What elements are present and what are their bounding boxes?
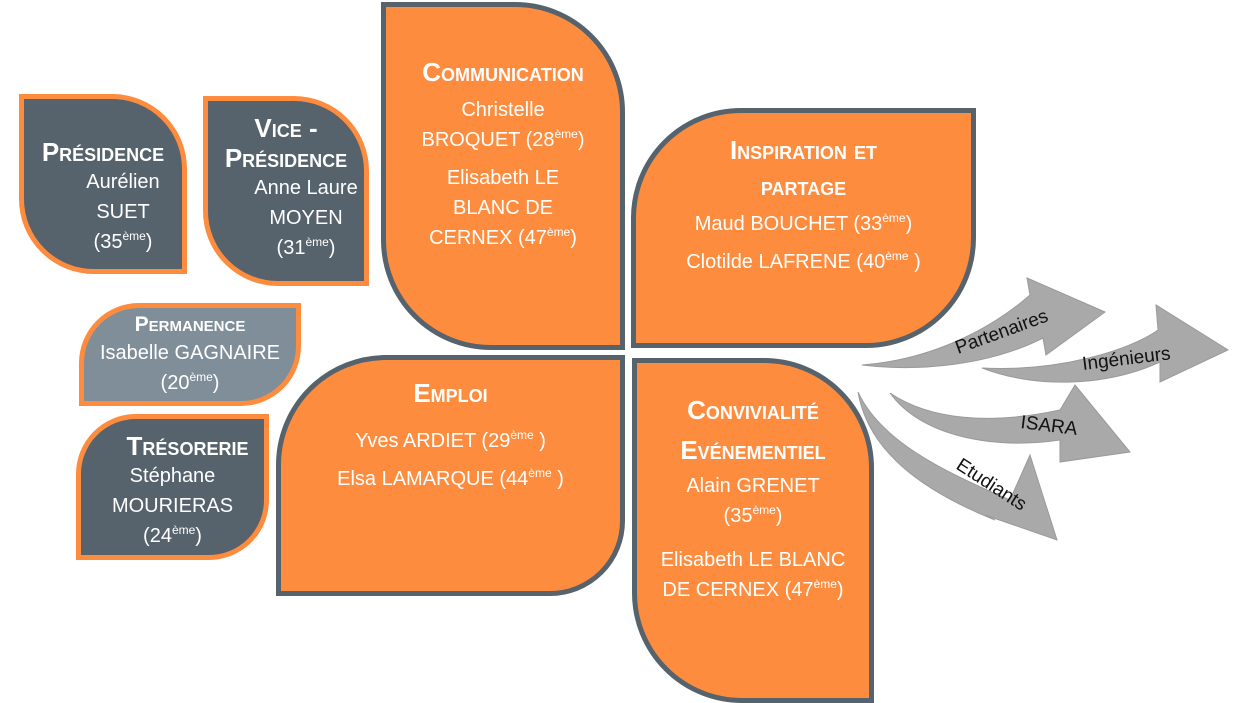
- rank-suffix: ème: [305, 235, 329, 249]
- rank-suffix: ème: [554, 127, 578, 141]
- inspiration-title-1: Inspiration et: [729, 135, 878, 165]
- tresorerie-name-last: MOURIERAS: [111, 495, 234, 517]
- rank-suffix: ème: [122, 229, 146, 243]
- arrow-ingenieurs: [981, 304, 1230, 383]
- rank-suffix: ème: [546, 225, 571, 239]
- vice-title-1: Vice -: [254, 113, 318, 143]
- inspiration-box: Inspiration et partage Maud BOUCHET (33è…: [631, 108, 976, 348]
- vice-name-first: Anne Laure: [254, 177, 358, 199]
- rank-close: ): [551, 468, 564, 490]
- permanence-title: Permanence: [134, 313, 246, 336]
- inspiration-title-2: partage: [760, 171, 847, 201]
- rank-suffix: ème: [882, 211, 906, 225]
- member-name: (35ème): [724, 501, 783, 531]
- convivialite-box: Convivialité Evénementiel Alain GRENET (…: [632, 358, 874, 703]
- vice-name-last: MOYEN: [269, 207, 343, 229]
- convivialite-title-2: Evénementiel: [680, 435, 826, 465]
- presidence-name-first: Aurélien: [86, 171, 160, 193]
- member-name: CERNEX (47ème): [429, 223, 577, 253]
- member-name: BROQUET (28ème): [421, 125, 584, 155]
- arrow-etudiants: [857, 391, 1058, 541]
- member-name: DE CERNEX (47ème): [662, 575, 843, 605]
- rank-suffix: ème: [171, 523, 196, 537]
- member-name: Maud BOUCHET (33ème): [695, 209, 913, 239]
- vice-rank: (31ème): [237, 233, 336, 263]
- rank-close: ): [145, 231, 153, 253]
- rank-suffix: ème: [813, 577, 837, 591]
- rank-number: (31: [276, 237, 306, 259]
- rank-number: (20: [160, 372, 190, 394]
- member-name: Clotilde LAFRENE (40ème ): [686, 247, 921, 277]
- tresorerie-box: Trésorerie Stéphane MOURIERAS (24ème): [76, 414, 269, 560]
- convivialite-title-1: Convivialité: [687, 395, 819, 425]
- member-text: Clotilde LAFRENE (40: [686, 251, 886, 273]
- rank-close: ): [533, 430, 546, 452]
- member-text: Yves ARDIET (29: [355, 430, 511, 452]
- member-name: BLANC DE: [452, 197, 554, 219]
- rank-close: ): [195, 525, 202, 547]
- member-name: Elisabeth LE: [446, 167, 560, 189]
- member-text: Maud BOUCHET (33: [694, 213, 883, 235]
- member-text: Elsa LAMARQUE (44: [337, 468, 529, 490]
- rank-close: ): [905, 213, 913, 235]
- vice-presidence-box: Vice - Présidence Anne Laure MOYEN (31èm…: [203, 96, 369, 286]
- emploi-title: Emploi: [413, 378, 488, 408]
- arrow-partenaires: [861, 277, 1106, 369]
- rank-close: ): [836, 579, 844, 601]
- member-name: Elsa LAMARQUE (44ème ): [337, 464, 564, 494]
- member-text: (35: [723, 505, 753, 527]
- rank-close: ): [328, 237, 336, 259]
- member-name: Elisabeth LE BLANC: [660, 549, 846, 571]
- arrow-isara: [889, 384, 1131, 463]
- rank-suffix: ème: [510, 428, 534, 442]
- communication-title: Communication: [422, 57, 584, 87]
- member-name: Yves ARDIET (29ème ): [355, 426, 546, 456]
- presidence-name-last: SUET: [96, 201, 150, 223]
- tresorerie-title: Trésorerie: [126, 431, 249, 461]
- rank-close: ): [212, 372, 220, 394]
- rank-close: ): [570, 227, 577, 249]
- presidence-rank: (35ème): [54, 227, 153, 257]
- rank-suffix: ème: [752, 503, 776, 517]
- permanence-name: Isabelle GAGNAIRE: [99, 342, 281, 364]
- member-name: Alain GRENET: [686, 475, 820, 497]
- vice-title-2: Présidence: [224, 143, 348, 173]
- member-text: BROQUET (28: [421, 129, 555, 151]
- rank-number: (35: [93, 231, 123, 253]
- rank-suffix: ème: [885, 249, 909, 263]
- member-text: DE CERNEX (47: [662, 579, 814, 601]
- permanence-box: Permanence Isabelle GAGNAIRE (20ème): [79, 303, 301, 406]
- rank-number: (24: [143, 525, 172, 547]
- rank-close: ): [577, 129, 585, 151]
- tresorerie-rank: (24ème): [143, 521, 202, 551]
- communication-box: Communication Christelle BROQUET (28ème)…: [381, 2, 625, 350]
- rank-suffix: ème: [528, 466, 552, 480]
- tresorerie-name-first: Stéphane: [129, 465, 216, 487]
- presidence-box: Présidence Aurélien SUET (35ème): [19, 94, 187, 274]
- presidence-title: Présidence: [41, 137, 165, 167]
- emploi-box: Emploi Yves ARDIET (29ème ) Elsa LAMARQU…: [276, 355, 625, 596]
- permanence-rank: (20ème): [161, 368, 220, 398]
- member-text: CERNEX (47: [429, 227, 547, 249]
- rank-close: ): [908, 251, 921, 273]
- rank-suffix: ème: [189, 370, 213, 384]
- member-name: Christelle: [461, 99, 545, 121]
- rank-close: ): [775, 505, 783, 527]
